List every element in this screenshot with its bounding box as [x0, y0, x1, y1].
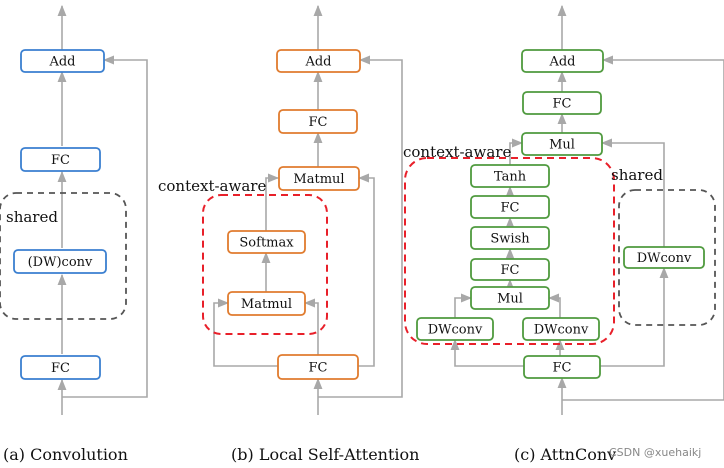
panel-a-fc-bottom-label: FC [51, 361, 70, 376]
panel-c-add-label: Add [548, 55, 575, 70]
panel-c-shared-label: shared [611, 166, 663, 184]
panel-a-shared-region [0, 192, 127, 320]
panel-a-arrows [57, 4, 148, 415]
panel-c-tanh-box [470, 164, 550, 188]
panel-c-fc-bottom-label: FC [553, 361, 572, 376]
panel-b-context-region [202, 194, 328, 335]
panel-convolution: shared Add FC (DW)conv FC (a) Convolutio… [0, 4, 148, 464]
panel-c-context-region [404, 157, 615, 345]
panel-b-matmul-inner-box [227, 291, 306, 316]
panel-b-matmul-top-label: Matmul [293, 172, 344, 187]
panel-c-mul-inner-label: Mul [497, 292, 523, 307]
panel-c-fc-upper-label: FC [501, 201, 520, 216]
panel-a-add-label: Add [48, 55, 75, 70]
panel-b-fc-bottom-box [277, 354, 359, 380]
panel-c-swish-label: Swish [490, 232, 530, 247]
panel-local-self-attention: context-aware Add FC Matmul Softmax Matm… [158, 4, 419, 464]
panel-a-conv-label: (DW)conv [28, 255, 93, 270]
panel-c-add-box [521, 49, 604, 73]
panel-b-arrows [213, 4, 403, 415]
panel-c-dwconv-shared-box [623, 246, 705, 269]
panel-a-conv-box [13, 249, 107, 274]
panel-c-swish-box [470, 226, 550, 250]
watermark: CSDN @xuehaikj [609, 446, 701, 459]
panel-a-fc-top-label: FC [51, 153, 70, 168]
panel-a-shared-label: shared [6, 208, 58, 226]
panel-b-add-box [276, 49, 361, 73]
panel-c-mul-top-label: Mul [549, 138, 575, 153]
panel-c-dwconv-right-box [522, 317, 600, 341]
panel-b-matmul-inner-label: Matmul [241, 297, 292, 312]
panel-c-dwconv-shared-label: DWconv [637, 251, 692, 266]
panel-c-dwconv-left-box [416, 317, 494, 341]
panel-c-fc-top-box [522, 91, 602, 115]
panel-b-fc-top-box [278, 109, 358, 134]
panel-c-dwconv-right-label: DWconv [534, 323, 589, 338]
panel-c-arrows [450, 4, 724, 415]
panel-a-caption: (a) Convolution [3, 445, 128, 464]
panel-c-fc-lower-box [470, 258, 550, 281]
panel-b-matmul-top-box [278, 166, 360, 191]
panel-b-fc-top-label: FC [309, 115, 328, 130]
panel-c-fc-bottom-box [523, 355, 601, 379]
panel-a-add-box [20, 49, 105, 73]
panel-b-add-label: Add [304, 55, 331, 70]
panel-attnconv: context-aware shared Add FC Mul Tanh FC … [403, 4, 724, 464]
panel-c-caption: (c) AttnConv [514, 445, 616, 464]
panel-b-caption: (b) Local Self-Attention [231, 445, 419, 464]
panel-c-mul-inner-box [470, 286, 550, 310]
panel-c-mul-top-box [521, 132, 603, 156]
panel-c-fc-lower-label: FC [501, 263, 520, 278]
panel-b-fc-bottom-label: FC [309, 361, 328, 376]
panel-b-softmax-box [227, 230, 306, 254]
panel-c-tanh-label: Tanh [494, 170, 527, 185]
panel-a-fc-top-box [20, 147, 101, 172]
panel-c-fc-top-label: FC [553, 97, 572, 112]
panel-c-fc-upper-box [470, 195, 550, 219]
panel-b-softmax-label: Softmax [239, 236, 294, 251]
panel-b-context-aware-label: context-aware [158, 177, 266, 195]
panel-c-context-aware-label: context-aware [403, 143, 511, 161]
panel-c-shared-region [618, 189, 716, 326]
panel-a-fc-bottom-box [20, 355, 101, 380]
panel-c-dwconv-left-label: DWconv [428, 323, 483, 338]
